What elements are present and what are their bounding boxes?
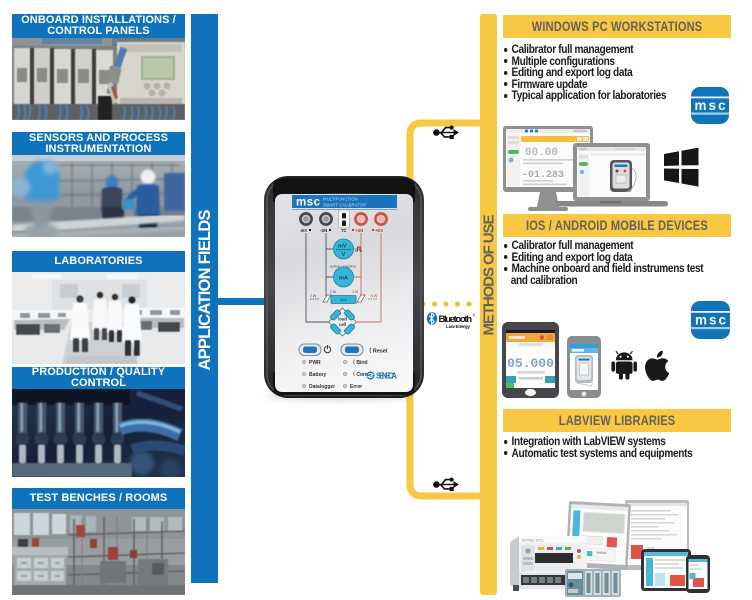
svg-text:（ Bind: （ Bind (350, 360, 368, 366)
svg-text:msc: msc (296, 197, 321, 209)
svg-text:Datalogger: Datalogger (309, 384, 335, 390)
svg-text:SENECA: SENECA (376, 372, 397, 381)
svg-text:SMART CALIBRATOR: SMART CALIBRATOR (323, 203, 366, 208)
svg-text:-01.283: -01.283 (522, 170, 564, 181)
svg-text:Low Energy: Low Energy (446, 324, 470, 329)
svg-text:msc: msc (695, 313, 726, 328)
svg-text:-SN: -SN (320, 228, 327, 233)
svg-text:active / passive: active / passive (330, 265, 356, 269)
svg-text:2 W: 2 W (310, 294, 317, 298)
svg-text:3 W: 3 W (352, 290, 359, 294)
svg-text:+SN: +SN (355, 228, 363, 233)
svg-text:05.000: 05.000 (507, 356, 554, 371)
svg-text:V: V (342, 252, 346, 258)
svg-text:Bluetooth: Bluetooth (439, 314, 473, 325)
svg-text:-EX: -EX (300, 228, 307, 233)
svg-text:00.00: 00.00 (525, 147, 558, 159)
svg-text:METHODS OF USE: METHODS OF USE (481, 215, 498, 336)
svg-text:amp: amp (340, 298, 347, 302)
svg-text:APPLICATION FIELDS: APPLICATION FIELDS (196, 210, 214, 371)
svg-text:cell: cell (339, 322, 346, 327)
svg-text:（ Reset: （ Reset (366, 347, 388, 355)
svg-text:Error: Error (350, 384, 362, 390)
svg-text:MULTIFUNCTION: MULTIFUNCTION (323, 197, 358, 202)
svg-text:®: ® (473, 314, 476, 318)
svg-text:msc: msc (695, 98, 726, 113)
svg-text:mA: mA (339, 276, 348, 282)
svg-text:（ Comm: （ Comm (350, 372, 373, 378)
svg-text:TC: TC (341, 228, 347, 233)
svg-text:2 W: 2 W (330, 290, 337, 294)
svg-text:mV: mV (338, 244, 347, 250)
svg-text:PWR: PWR (309, 360, 321, 366)
svg-text:NI PXIe-1071: NI PXIe-1071 (522, 539, 543, 543)
svg-text:+EX: +EX (375, 228, 383, 233)
svg-text:load: load (338, 317, 347, 322)
svg-text:4 W: 4 W (371, 294, 378, 298)
svg-text:Battery: Battery (309, 372, 326, 378)
